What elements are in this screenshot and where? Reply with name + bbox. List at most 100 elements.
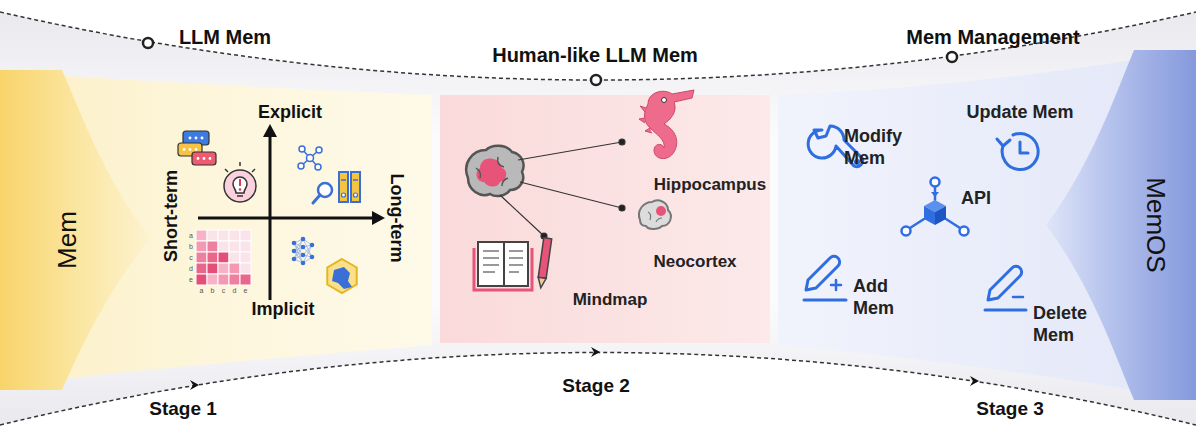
neural-icon: [303, 257, 312, 263]
axis-label: Long-term: [385, 174, 407, 263]
mindmap-icon: [483, 257, 499, 259]
neural-icon: [292, 257, 297, 262]
stage-name: MemOS: [1139, 177, 1170, 272]
update-icon: [997, 139, 1010, 146]
mindmap-icon: [483, 250, 499, 252]
matrix-index: a: [189, 231, 193, 239]
neural-icon: [301, 245, 306, 250]
timeline-dot: [947, 52, 957, 62]
update-icon: [1020, 142, 1028, 153]
mindmap-icon: [537, 277, 546, 288]
retrieval-icon: [313, 195, 320, 203]
chat-icon: [178, 143, 202, 156]
api-icon: [902, 178, 969, 236]
chat-icon: [189, 148, 192, 151]
update-icon: [1002, 134, 1038, 170]
brain-icon: [477, 158, 507, 186]
neocortex-icon: [656, 206, 666, 216]
attention-matrix: [196, 274, 207, 285]
chat-icon: [189, 137, 192, 140]
mindmap-icon: [509, 257, 523, 259]
icon-label: Hippocampus: [654, 175, 766, 195]
chat-icon: [183, 131, 209, 145]
parameter-icon: [332, 267, 352, 289]
attention-matrix: [240, 274, 251, 285]
add-icon: [806, 256, 840, 290]
mindmap-icon: [509, 250, 523, 252]
chat-icon: [203, 157, 206, 160]
attention-matrix: [207, 263, 218, 274]
dashed-timeline: [0, 12, 1196, 425]
chat-icon: [197, 157, 200, 160]
background-band: [0, 12, 1196, 425]
api-icon: [902, 178, 969, 236]
neural-icon: [301, 237, 306, 242]
stage-name: Mem: [52, 211, 83, 269]
attention-matrix: [196, 263, 207, 274]
retrieval-icon: [351, 172, 360, 202]
operation-label: Delete Mem: [1033, 303, 1105, 346]
attention-matrix: [207, 274, 218, 285]
hippocampus-icon: [639, 106, 652, 133]
idea-icon: [224, 170, 256, 202]
matrix-index: b: [189, 242, 193, 250]
graph-icon: [301, 158, 310, 166]
attention-matrix: [207, 230, 218, 241]
retrieval-icon: [339, 172, 348, 202]
api-icon: [902, 227, 911, 236]
timeline-dot: [143, 38, 153, 48]
matrix-index: a: [200, 287, 204, 295]
api-icon: [924, 200, 946, 212]
attention-matrix: [229, 252, 240, 263]
attention-matrix: [218, 230, 229, 241]
mindmap-icon: [483, 271, 495, 273]
stage-chevron: Mem: [0, 70, 160, 390]
neural-icon: [303, 245, 312, 263]
stage-panel: HippocampusNeocortexMindmap: [440, 95, 770, 343]
neural-icon: [301, 261, 306, 266]
attention-matrix: [240, 241, 251, 252]
api-icon: [924, 206, 935, 225]
stage-panel-shape: [0, 72, 432, 385]
stage-panel-shape: [440, 95, 770, 343]
mindmap-icon: [478, 242, 504, 286]
neural-icon: [301, 253, 306, 258]
brain-icon: [466, 146, 523, 196]
parameter-icon: [327, 259, 356, 293]
matrix-index: e: [244, 287, 248, 295]
retrieval-icon: [353, 179, 358, 181]
add-icon: [804, 299, 846, 302]
delete-icon: [988, 266, 1022, 300]
neural-icon: [292, 241, 297, 246]
neural-icon: [303, 245, 312, 255]
neural-icon: [303, 247, 312, 257]
stage-panel-shape: [778, 50, 1196, 400]
graph-icon: [302, 149, 310, 158]
update-icon: [997, 134, 1038, 170]
neural-icon: [294, 243, 303, 247]
retrieval-icon: [341, 179, 346, 181]
leader-line: [619, 205, 625, 211]
attention-matrix: [229, 230, 240, 241]
mindmap-icon: [509, 271, 519, 273]
chat-icon: [201, 137, 204, 140]
axis: [269, 134, 272, 300]
api-icon: [931, 178, 940, 187]
timeline-arrow: [970, 376, 979, 386]
api-icon: [934, 187, 937, 200]
neural-icon: [303, 245, 312, 247]
attention-matrix: [218, 263, 229, 274]
neural-icon: [310, 255, 315, 260]
attention-matrix: [196, 252, 207, 263]
matrix-index: c: [189, 253, 193, 261]
stage-label: Stage 1: [149, 398, 217, 421]
graph-icon: [310, 158, 318, 167]
mindmap-icon: [474, 238, 552, 290]
modify-icon: [856, 161, 859, 164]
axis-label: Implicit: [251, 299, 314, 321]
mindmap-icon: [538, 238, 551, 279]
chat-icon: [183, 148, 186, 151]
matrix-index: d: [233, 287, 237, 295]
attention-matrix: [240, 263, 251, 274]
neocortex-icon: [648, 212, 662, 222]
